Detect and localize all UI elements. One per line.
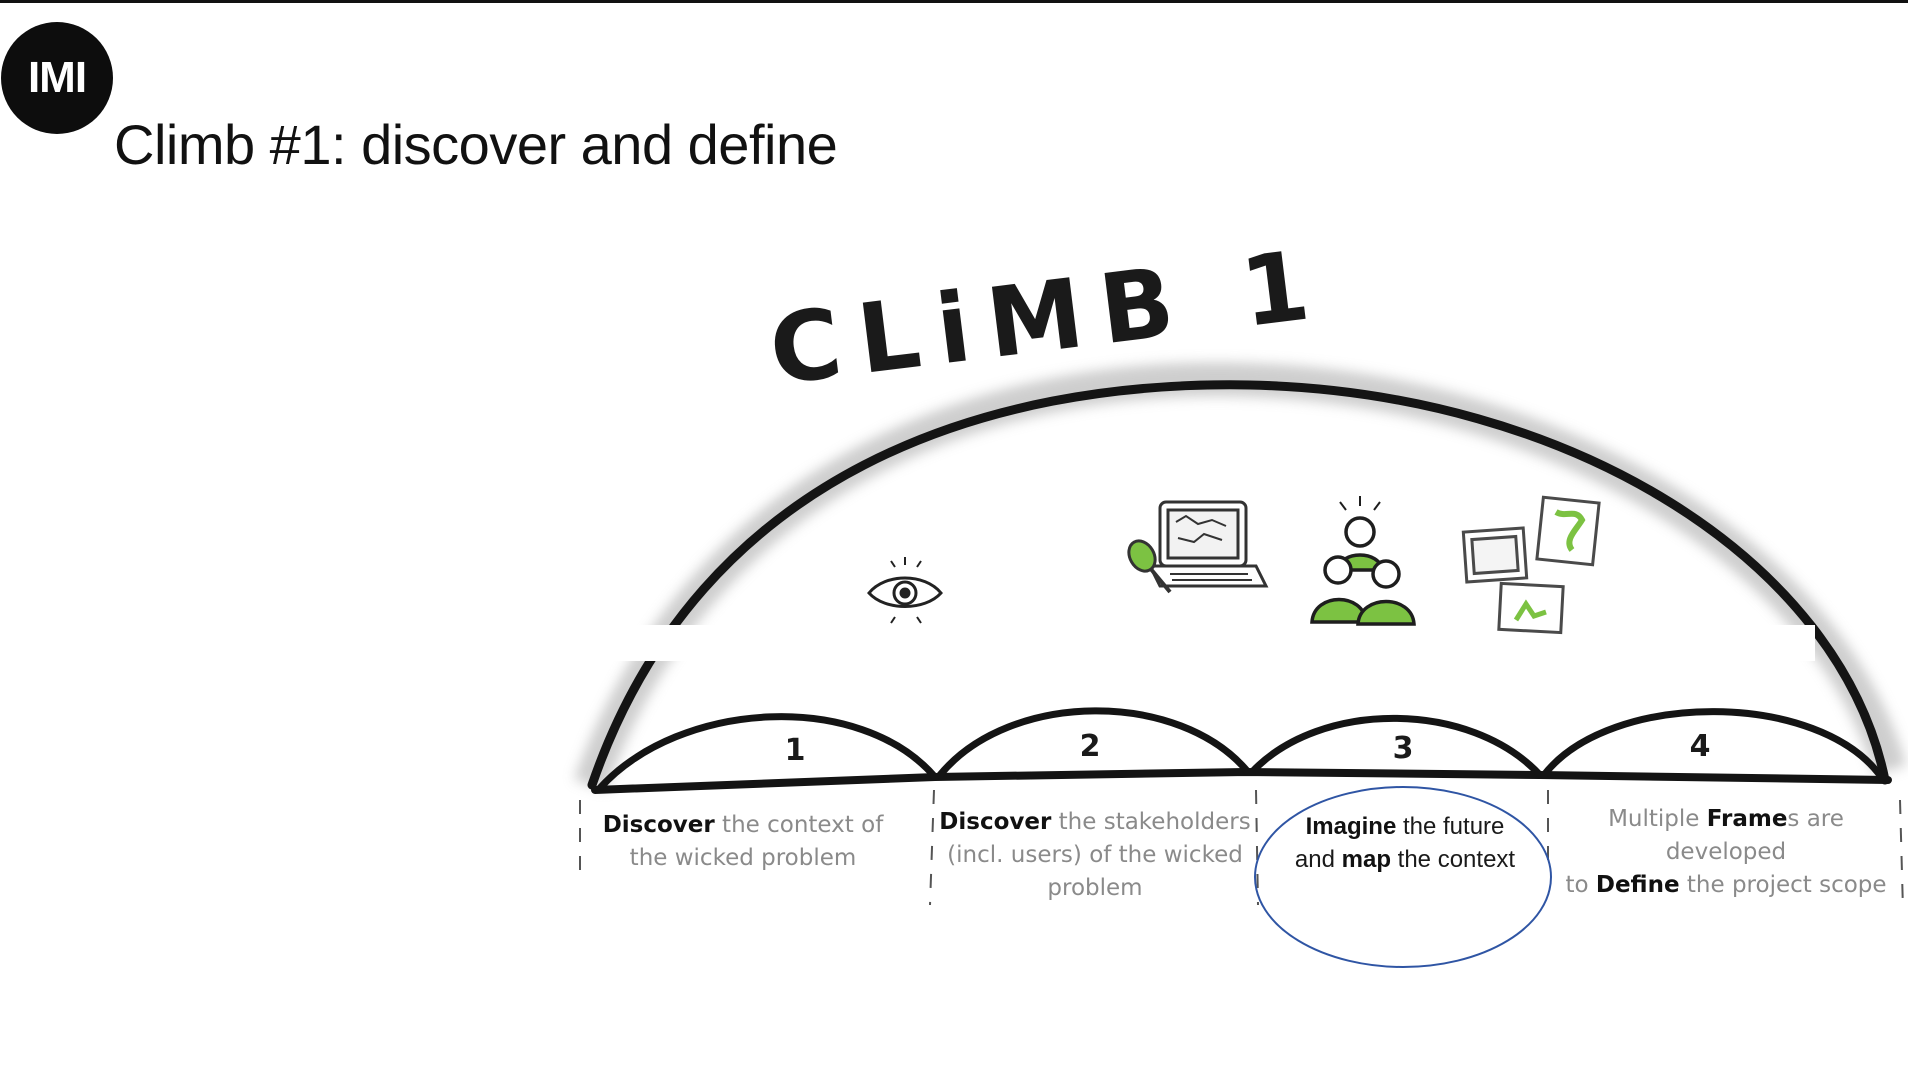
step-2-rest: the stakeholders (1051, 809, 1251, 835)
people-group-icon (1310, 496, 1416, 626)
eye-icon (867, 557, 943, 624)
small-arch-4 (1540, 708, 1886, 782)
step-number-1: 1 (785, 733, 806, 768)
step-number-4: 4 (1690, 729, 1711, 764)
step-1-rest: the context of (714, 812, 884, 838)
small-arch-3 (1248, 714, 1544, 779)
step-dividers (579, 789, 1904, 911)
step-2-bold: Discover (939, 809, 1052, 835)
page-title: Climb #1: discover and define (114, 113, 838, 176)
picture-frames-icon (1461, 495, 1601, 635)
step-4-line2-bold: Define (1595, 872, 1680, 898)
step-3-line2-rest: the context (1391, 846, 1516, 873)
step-1-description: Discover the context of the wicked probl… (598, 809, 888, 875)
highlight-ellipse (1254, 786, 1552, 968)
imi-logo: IMI (1, 22, 113, 134)
step-4-description: Multiple Frames are developed to Define … (1548, 803, 1904, 902)
small-arch-1 (596, 713, 939, 792)
step-2-description: Discover the stakeholders (incl. users) … (935, 806, 1255, 905)
step-4-line1-rest: s are developed (1665, 806, 1844, 865)
step-2-line2: (incl. users) of the wicked (947, 842, 1243, 868)
step-3-line1-rest: the future (1396, 813, 1505, 840)
step-3-line2-pre: and (1294, 846, 1342, 873)
step-number-3: 3 (1393, 731, 1414, 766)
logo-text: IMI (27, 53, 87, 102)
laptop-microphone-icon (1127, 500, 1269, 594)
step-1-line2: the wicked problem (629, 845, 857, 871)
step-4-line2-pre: to (1565, 872, 1596, 898)
small-arch-2 (936, 707, 1252, 779)
step-1-bold: Discover (602, 812, 715, 838)
step-3-line1-bold: Imagine (1305, 813, 1397, 840)
white-band (610, 625, 1815, 661)
step-2-line3: problem (1047, 875, 1143, 901)
top-rule (0, 0, 1908, 3)
big-arch (587, 380, 1890, 790)
step-4-line1-bold: Frame (1706, 806, 1788, 832)
step-number-2: 2 (1080, 729, 1101, 764)
step-4-line1-pre: Multiple (1608, 806, 1707, 832)
step-3-line2-bold: map (1341, 846, 1391, 873)
step-4-line2-rest: the project scope (1679, 872, 1887, 898)
baseline (591, 767, 1892, 794)
step-3-description: Imagine the future and map the context (1270, 810, 1540, 876)
